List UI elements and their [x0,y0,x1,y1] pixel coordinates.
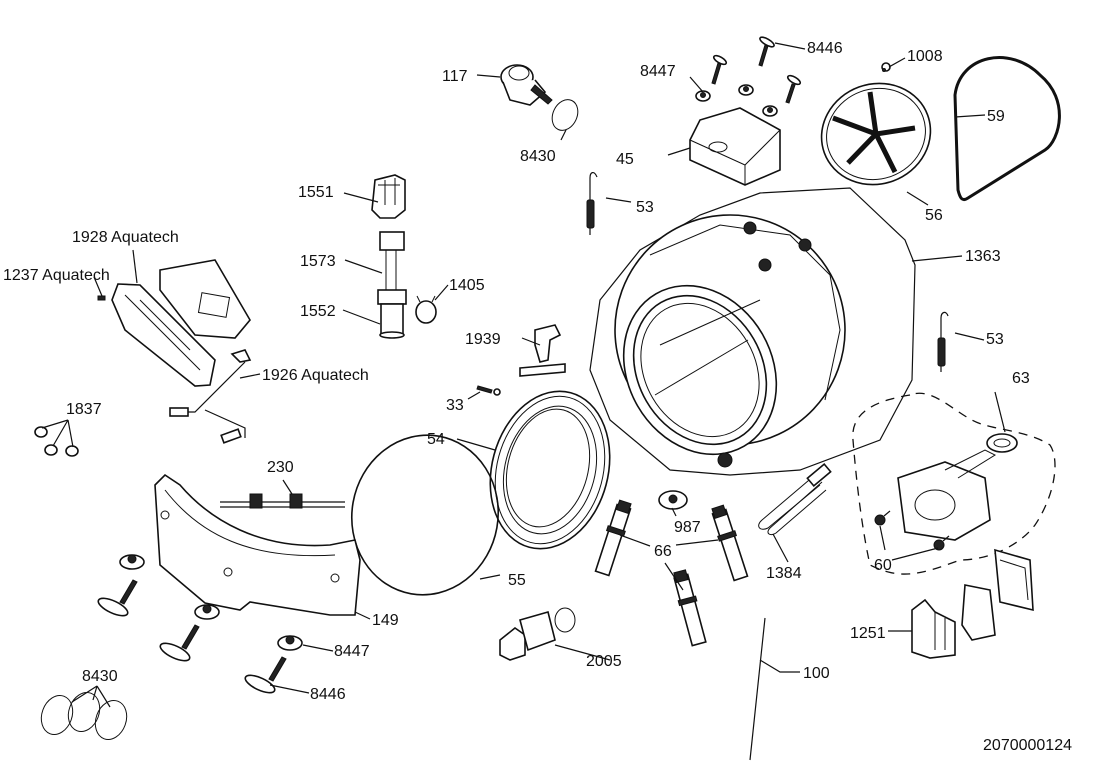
callout-1926: 1926 Aquatech [262,367,369,384]
callout-1251: 1251 [850,625,886,642]
part-149-lower-counterweight[interactable] [154,473,361,616]
part-63-motor-group[interactable] [852,392,1056,575]
callout-1837: 1837 [66,401,102,418]
callout-8447-top: 8447 [640,63,676,80]
callout-2005: 2005 [586,653,622,670]
callout-987: 987 [674,519,701,536]
part-1939-hinge[interactable] [519,324,566,377]
part-1837-caps[interactable] [34,426,79,457]
part-33-screw[interactable] [476,385,501,396]
part-1573-tube[interactable] [379,231,405,290]
part-1551-connector[interactable] [371,174,406,219]
callout-1237: 1237 Aquatech [3,267,110,284]
callout-59: 59 [987,108,1005,125]
callout-1008: 1008 [907,48,943,65]
part-59-belt[interactable] [953,56,1061,202]
callout-100: 100 [803,665,830,682]
part-66-shock-absorbers[interactable] [594,499,750,647]
tub-assembly-group [577,177,916,483]
part-56-pulley[interactable] [807,68,945,200]
callout-55: 55 [508,572,526,589]
part-117-bellow[interactable] [500,64,553,106]
part-1405-clamp[interactable] [415,295,437,324]
callout-1363: 1363 [965,248,1001,265]
callout-1552: 1552 [300,303,336,320]
callout-63: 63 [1012,370,1030,387]
callout-1405: 1405 [449,277,485,294]
part-1237-aquatech-screw[interactable] [97,295,106,301]
part-1251-electronic-module[interactable] [911,548,1034,659]
part-8447-washers-bottom[interactable] [119,554,303,651]
callout-66: 66 [654,543,672,560]
callout-54: 54 [427,431,445,448]
callout-8430-bottom: 8430 [82,668,118,685]
tub-assembly-part[interactable] [577,177,883,483]
part-1552-sensor[interactable] [377,289,407,339]
callout-149: 149 [372,612,399,629]
part-1926-aquatech-cable[interactable] [169,349,252,444]
callout-8446-top: 8446 [807,40,843,57]
callout-1573: 1573 [300,253,336,270]
callout-53-right: 53 [986,331,1004,348]
callout-230: 230 [267,459,294,476]
part-8446-bolts-top[interactable] [711,35,802,104]
callout-33: 33 [446,397,464,414]
part-100-rod[interactable] [749,617,766,761]
callout-1384: 1384 [766,565,802,582]
callout-60: 60 [874,557,892,574]
callout-56: 56 [925,207,943,224]
part-54-door[interactable] [473,378,626,563]
part-60-motor-screws[interactable] [874,510,950,551]
part-230-spring[interactable] [220,493,345,509]
callout-117: 117 [442,68,468,85]
part-1384-heating-element[interactable] [758,462,832,536]
part-53-spring-top[interactable] [586,172,598,235]
callout-1939: 1939 [465,331,501,348]
leader-lines [41,42,1006,708]
document-number: 2070000124 [983,737,1072,754]
part-53-spring-right[interactable] [937,311,949,372]
callout-53-top: 53 [636,199,654,216]
part-987-drain-cap[interactable] [658,490,688,510]
callout-1928: 1928 Aquatech [72,229,179,246]
part-8430-ring-top[interactable] [547,95,582,134]
part-8447-washers-top[interactable] [695,84,778,117]
callout-1551: 1551 [298,184,334,201]
callout-8430-top: 8430 [520,148,556,165]
part-55-door-seal[interactable] [339,424,511,607]
part-1928-aquatech-unit[interactable] [111,259,251,387]
part-1008-nut[interactable] [881,62,891,72]
callout-45: 45 [616,151,634,168]
part-8430-rings-bottom[interactable] [36,688,132,744]
part-8446-bolts-bottom[interactable] [96,579,287,696]
part-45-top-counterweight[interactable] [689,107,781,186]
callout-labels: 117 8430 8447 8446 1008 59 45 56 53 1551… [3,40,1030,703]
part-2005-drain-pump[interactable] [499,607,576,661]
callout-8446-bottom: 8446 [310,686,346,703]
callout-8447-bottom: 8447 [334,643,370,660]
